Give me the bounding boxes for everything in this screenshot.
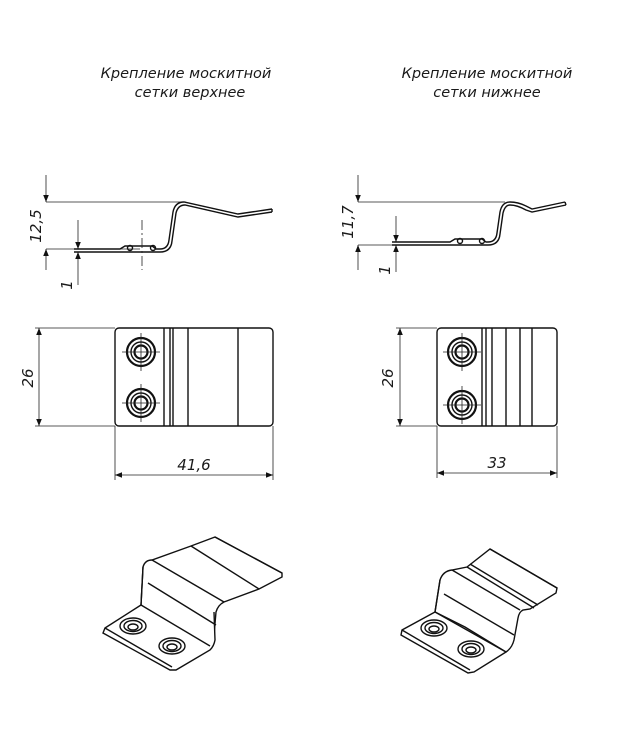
upper-title-line2: сетки верхнее [135,85,246,101]
lower-hole-1 [443,333,481,371]
upper-iso-hole-1 [119,617,147,635]
lower-height-dim: 11,7 [339,205,357,239]
upper-top-view: 26 41,6 [19,327,274,480]
upper-hole-1 [122,333,160,371]
lower-width-dim: 26 [379,368,397,387]
upper-thickness-dim: 1 [58,280,76,290]
lower-thickness-dim: 1 [376,265,394,275]
lower-iso-hole-1 [420,619,448,637]
upper-title-line1: Крепление москитной [101,66,272,82]
lower-title-line1: Крепление москитной [402,66,573,82]
lower-title-line2: сетки нижнее [433,85,540,101]
lower-title: Крепление москитной сетки нижнее [402,66,573,101]
lower-top-view: 26 33 [379,327,558,478]
upper-iso-view [102,536,283,671]
upper-hole-2 [122,384,160,422]
upper-height-dim: 12,5 [27,209,45,242]
lower-iso-view [400,548,558,674]
upper-iso-hole-2 [158,637,186,655]
lower-hole-2 [443,386,481,424]
lower-length-dim: 33 [487,454,506,472]
upper-length-dim: 41,6 [177,456,210,474]
upper-side-view: 12,5 1 [27,175,273,290]
lower-side-view: 11,7 1 [339,175,567,275]
upper-width-dim: 26 [19,368,37,387]
lower-iso-hole-2 [457,640,485,658]
upper-title: Крепление москитной сетки верхнее [101,66,272,101]
